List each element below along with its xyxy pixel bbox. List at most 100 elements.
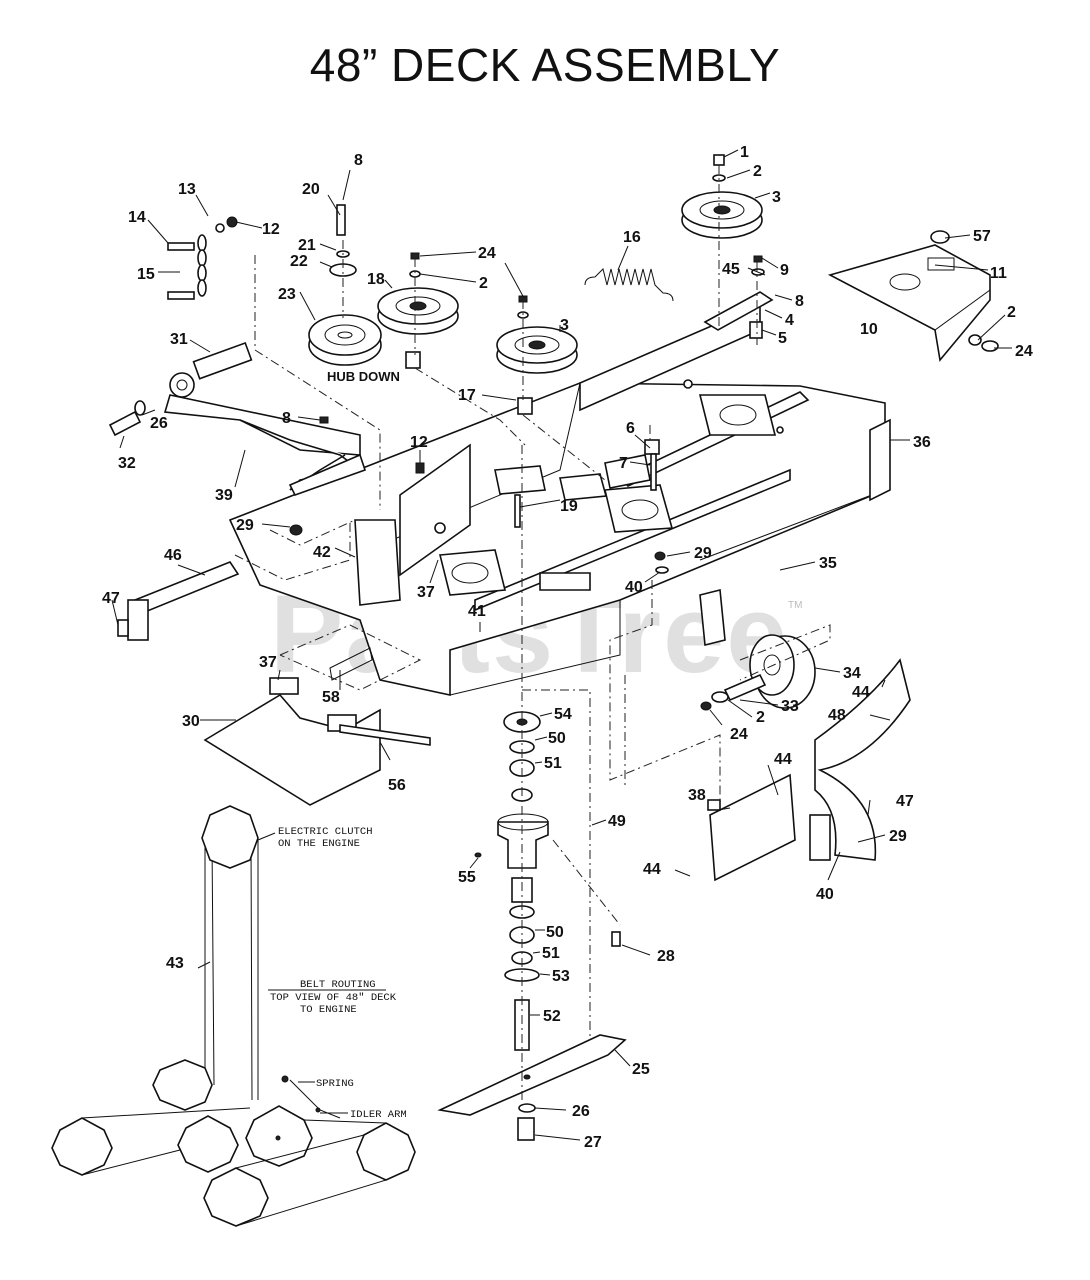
callout-35: 35 [819,555,837,572]
callout-49: 49 [608,813,626,830]
callout-13: 13 [178,181,196,198]
callout-8: 8 [282,410,291,427]
callout-29: 29 [694,545,712,562]
leader-lines [111,149,1012,1141]
callout-6: 6 [626,420,635,437]
callout-2: 2 [753,163,762,180]
callout-19: 19 [560,498,578,515]
pulley-18 [377,287,459,335]
callout-52: 52 [543,1008,561,1025]
callout-44: 44 [774,751,792,768]
callout-46: 46 [164,547,182,564]
callout-44: 44 [643,861,661,878]
callout-10: 10 [860,321,878,338]
gauge-wheel-34 [700,634,816,711]
callout-43: 43 [166,955,184,972]
belt-routing-diagram [51,805,416,1227]
top-view-note-line-1: TOP VIEW OF 48" DECK [270,992,397,1004]
page-title: 48” DECK ASSEMBLY [309,39,781,91]
hub-down-label: HUB DOWN [327,369,400,384]
callout-48: 48 [828,707,846,724]
callout-51: 51 [544,755,562,772]
callout-37: 37 [259,654,277,671]
callout-53: 53 [552,968,570,985]
callout-15: 15 [137,266,155,283]
callout-24: 24 [730,726,748,743]
callout-26: 26 [150,415,168,432]
callout-20: 20 [302,181,320,198]
callout-21: 21 [298,237,316,254]
callout-7: 7 [619,455,628,472]
callout-25: 25 [632,1061,650,1078]
callout-33: 33 [781,698,799,715]
blade-25 [437,1034,627,1141]
callout-50: 50 [548,730,566,747]
callout-37: 37 [417,584,435,601]
callout-1: 1 [740,144,749,161]
callout-44: 44 [852,684,870,701]
callout-24: 24 [478,245,496,262]
callout-36: 36 [913,434,931,451]
callout-18: 18 [367,271,385,288]
plate-38 [707,773,796,882]
callout-56: 56 [388,777,406,794]
callout-34: 34 [843,665,861,682]
callout-47: 47 [896,793,914,810]
chain [167,216,238,300]
callout-41: 41 [468,603,486,620]
callout-28: 28 [657,948,675,965]
callout-45: 45 [722,261,740,278]
callout-24: 24 [1015,343,1033,360]
callout-14: 14 [128,209,146,226]
callout-3: 3 [772,189,781,206]
callout-3: 3 [560,317,569,334]
callout-29: 29 [236,517,254,534]
callout-26: 26 [572,1103,590,1120]
callout-17: 17 [458,387,476,404]
callout-4: 4 [785,312,794,329]
callout-22: 22 [290,253,308,270]
callout-8: 8 [354,152,363,169]
callout-40: 40 [625,579,643,596]
callout-12: 12 [410,434,428,451]
callout-57: 57 [973,228,991,245]
spindle-assembly [474,711,621,1051]
fasteners [289,154,999,574]
idler-arm-label: IDLER ARM [350,1109,407,1121]
deck-housing [228,303,891,696]
callout-23: 23 [278,286,296,303]
pulley-3-top [681,191,763,239]
callout-39: 39 [215,487,233,504]
callout-40: 40 [816,886,834,903]
callout-51: 51 [542,945,560,962]
callout-30: 30 [182,713,200,730]
callout-55: 55 [458,869,476,886]
belt-routing-heading: BELT ROUTING [300,979,376,991]
spring-16 [584,268,674,302]
callout-5: 5 [778,330,787,347]
pulley-23 [308,314,382,366]
callout-27: 27 [584,1134,602,1151]
callout-9: 9 [780,262,789,279]
callout-32: 32 [118,455,136,472]
callout-54: 54 [554,706,572,723]
pulley-3-center [496,326,578,374]
callout-47: 47 [102,590,120,607]
callout-31: 31 [170,331,188,348]
callout-8: 8 [795,293,804,310]
callout-58: 58 [322,689,340,706]
callout-2: 2 [1007,304,1016,321]
callout-16: 16 [623,229,641,246]
assembly-centerlines [234,165,831,1100]
side-shield-48 [809,658,911,861]
callout-11: 11 [990,265,1007,282]
callout-29: 29 [889,828,907,845]
callout-12: 12 [262,221,280,238]
top-view-note-line-2: TO ENGINE [300,1004,357,1016]
rear-axle-46 [117,561,240,641]
callout-38: 38 [688,787,706,804]
trademark-mark: TM [788,600,802,611]
callout-2: 2 [479,275,488,292]
